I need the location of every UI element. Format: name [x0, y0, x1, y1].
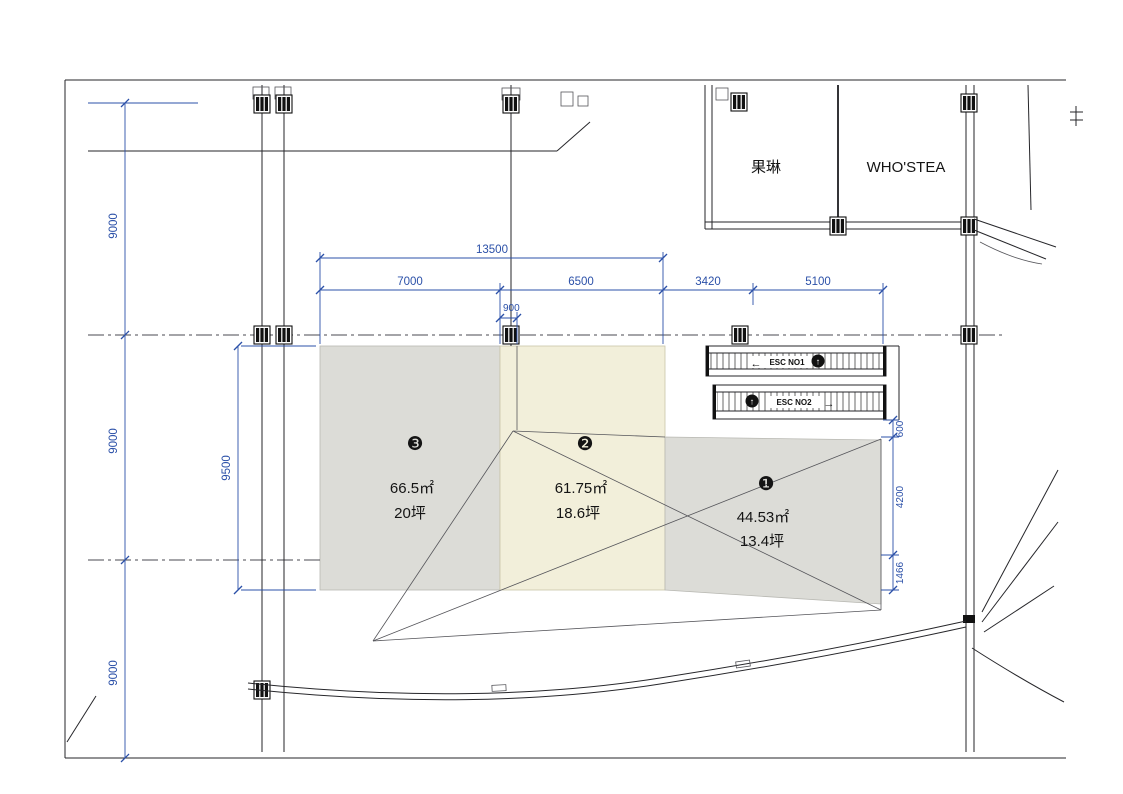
dimensions: 13500 7000 6500 3420 5100 900 9000 9000 … — [88, 98, 906, 763]
column-symbol — [275, 94, 293, 114]
unit-3-area-text: 66.5㎡ — [390, 480, 434, 497]
walls — [66, 85, 975, 752]
column-symbol — [829, 216, 847, 236]
column-symbol — [502, 94, 520, 114]
column-symbol — [960, 325, 978, 345]
dim-1466: 1466 — [895, 561, 906, 584]
unit-1-area-text: 44.53㎡ — [737, 509, 790, 526]
escalator-1-direction-icon: ↑ — [816, 357, 821, 367]
escalator-2-arrow: → — [824, 398, 835, 410]
escalator-1-label: ESC NO1 — [769, 358, 805, 367]
column-symbol — [253, 94, 271, 114]
dim-left-9000-b: 9000 — [108, 428, 120, 454]
edge-mark — [1070, 106, 1083, 126]
column-symbol — [275, 325, 293, 345]
escalator-2-direction-icon: ↑ — [750, 397, 755, 407]
column-symbol — [253, 325, 271, 345]
dim-4200: 4200 — [895, 485, 906, 508]
unit-1-badge: ❶ — [757, 474, 774, 495]
escalator-2: ↑ ESC NO2 → — [712, 384, 887, 420]
unit-3-tsubo-text: 20坪 — [394, 505, 426, 522]
dim-left-9000-c: 9000 — [108, 660, 120, 686]
cross-outline — [372, 346, 882, 642]
columns — [253, 92, 978, 700]
store-label-whostea: WHO'STEA — [867, 159, 946, 176]
dim-600: 600 — [895, 420, 906, 437]
unit-2-tsubo-text: 18.6坪 — [556, 505, 600, 522]
wall-joint — [963, 615, 975, 623]
escalators: ← ESC NO1 ↑ ↑ ESC NO2 → — [705, 345, 900, 421]
column-symbol — [960, 93, 978, 113]
unit-1-tsubo-text: 13.4坪 — [740, 533, 784, 550]
dim-7000: 7000 — [397, 276, 423, 288]
dim-3420: 3420 — [695, 276, 721, 288]
unit-2-badge: ❷ — [576, 434, 593, 455]
unit-2-area — [499, 345, 666, 591]
walkway — [247, 620, 967, 701]
grid-centerlines — [88, 334, 1005, 561]
escalator-2-label: ESC NO2 — [776, 398, 812, 407]
dim-5100: 5100 — [805, 276, 831, 288]
column-symbol — [730, 92, 748, 112]
unit-3-area — [319, 345, 501, 591]
store-labels: 果琳 WHO'STEA — [751, 159, 945, 176]
dim-9500: 9500 — [221, 455, 233, 481]
dim-top-total: 13500 — [476, 244, 508, 256]
store-label-karin: 果琳 — [751, 159, 781, 176]
dim-left-9000-a: 9000 — [108, 213, 120, 239]
column-symbol — [731, 325, 749, 345]
unit-labels: ❸ 66.5㎡ 20坪 ❷ 61.75㎡ 18.6坪 ❶ 44.53㎡ 13.4… — [390, 434, 789, 550]
unit-2-area-text: 61.75㎡ — [555, 480, 608, 497]
dim-900: 900 — [503, 303, 520, 314]
unit-areas — [319, 345, 882, 605]
dim-6500: 6500 — [568, 276, 594, 288]
drawing-frame — [64, 79, 1066, 759]
misc-linework — [971, 84, 1083, 703]
escalator-1-arrow: ← — [751, 358, 762, 370]
escalator-1: ← ESC NO1 ↑ — [705, 345, 887, 377]
unit-3-badge: ❸ — [406, 434, 423, 455]
